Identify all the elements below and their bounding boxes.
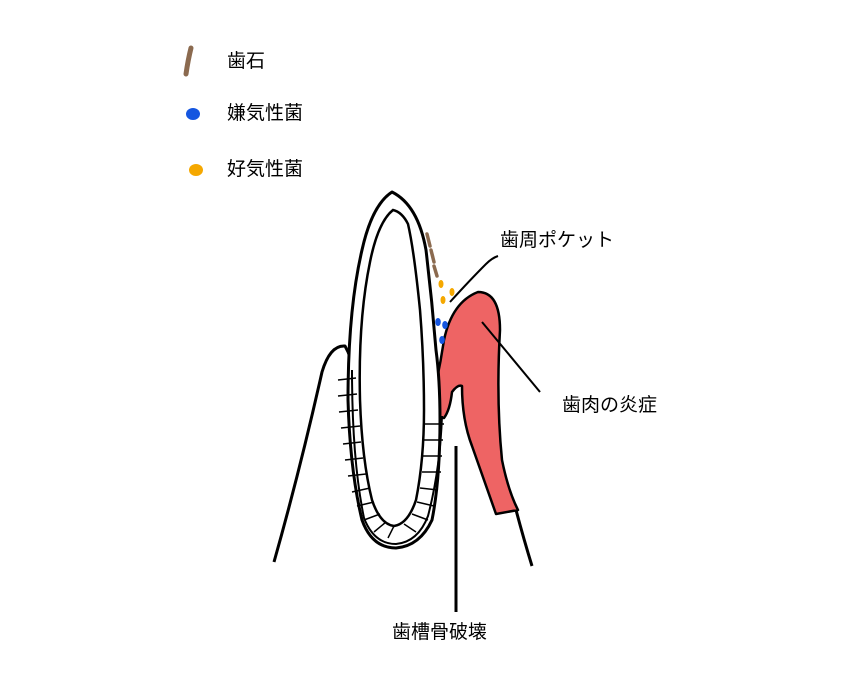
legend-anaerobic-icon xyxy=(186,108,200,120)
inflamed-gum xyxy=(426,290,520,516)
anaerobic-bacteria xyxy=(435,318,448,344)
right-root-hatching xyxy=(403,423,444,533)
left-alveolar-bone xyxy=(272,344,354,563)
callout-periodontal-pocket: 歯周ポケット xyxy=(500,229,615,251)
pocket-leader-line xyxy=(449,255,499,303)
gum-inflammation-leader-line xyxy=(481,321,541,393)
right-bone-outer xyxy=(514,509,534,567)
tooth-inner-dentin xyxy=(358,208,426,528)
legend-label-aerobic-bacteria: 好気性菌 xyxy=(227,158,304,180)
legend-calculus-icon xyxy=(183,45,194,77)
root-ligament-band xyxy=(351,369,443,546)
legend-label-calculus: 歯石 xyxy=(227,50,266,72)
left-root-hatching xyxy=(337,377,395,539)
legend-aerobic-icon xyxy=(189,164,203,176)
legend-label-anaerobic-bacteria: 嫌気性菌 xyxy=(227,102,304,124)
callout-gum-inflammation: 歯肉の炎症 xyxy=(562,394,658,416)
callout-alveolar-bone-destruction: 歯槽骨破壊 xyxy=(392,621,488,643)
calculus-deposits xyxy=(425,232,439,278)
aerobic-bacteria xyxy=(438,280,455,304)
